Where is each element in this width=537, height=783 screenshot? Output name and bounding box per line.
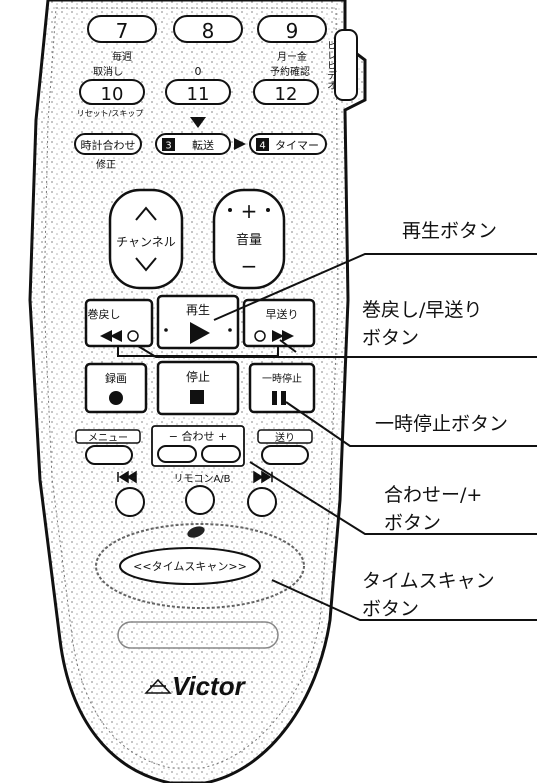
svg-text:−: − — [241, 254, 258, 278]
svg-text:8: 8 — [202, 19, 215, 43]
svg-text:− 合わせ +: − 合わせ + — [169, 429, 227, 443]
svg-text:リセット/スキップ: リセット/スキップ — [77, 109, 144, 118]
leader-lines — [137, 253, 537, 621]
svg-text:送り: 送り — [275, 431, 295, 444]
button-7[interactable]: 7 毎週 — [87, 15, 157, 63]
transfer-button[interactable]: 3 転送 — [155, 133, 231, 155]
rewind-button[interactable]: 巻戻し — [84, 298, 154, 348]
button-9[interactable]: 9 月ー金 — [257, 15, 327, 63]
rewind-icon — [100, 330, 122, 342]
svg-text:再生: 再生 — [186, 303, 210, 317]
time-scan-button[interactable]: <<タイムスキャン>> — [119, 547, 261, 585]
svg-text:停止: 停止 — [186, 369, 210, 384]
play-button[interactable]: 再生 — [156, 294, 240, 350]
svg-text:転送: 転送 — [192, 138, 214, 152]
svg-text:メニュー: メニュー — [88, 433, 128, 444]
skip-forward-button[interactable] — [247, 487, 277, 517]
svg-text:音量: 音量 — [236, 232, 262, 248]
fast-forward-icon — [272, 330, 294, 342]
svg-text:9: 9 — [286, 19, 299, 43]
callout-adjust-line1: 合わせー/+ — [384, 484, 483, 506]
button-8[interactable]: 8 — [173, 15, 243, 43]
clock-set-button[interactable]: 時計合わせ 修正 — [74, 133, 142, 171]
channel-down-icon[interactable] — [135, 257, 157, 272]
arrow-right-icon — [234, 138, 246, 150]
svg-text:修正: 修正 — [96, 158, 116, 171]
svg-text:予約確認: 予約確認 — [270, 65, 310, 78]
record-icon — [109, 391, 123, 405]
down-triangle-icon — [190, 117, 206, 128]
button-12[interactable]: 予約確認 12 — [253, 65, 319, 105]
stop-button[interactable]: 停止 — [156, 360, 240, 416]
svg-text:巻戻し: 巻戻し — [88, 308, 121, 321]
fast-forward-button[interactable]: 早送り — [242, 298, 316, 348]
svg-text:一時停止: 一時停止 — [262, 372, 302, 385]
callout-rew-ff-line1: 巻戻し/早送り — [362, 299, 483, 321]
channel-up-icon[interactable] — [135, 206, 157, 221]
svg-text:月ー金: 月ー金 — [277, 50, 307, 63]
time-scan-dial-icon — [187, 526, 205, 538]
svg-text:+: + — [241, 199, 258, 223]
callout-play: 再生ボタン — [402, 220, 498, 242]
send-button[interactable]: 送り — [257, 429, 313, 465]
play-icon — [190, 322, 210, 344]
remote-ab-label: リモコンA/B — [173, 474, 230, 485]
adjust-minus-button[interactable] — [157, 445, 197, 463]
stop-icon — [190, 390, 204, 404]
pause-icon — [272, 391, 277, 405]
button-10[interactable]: 取消し 10 リセット/スキップ — [77, 65, 145, 118]
svg-text:ビレビデオ: ビレビデオ — [325, 40, 337, 90]
callout-timescan-line1: タイムスキャン — [362, 570, 495, 592]
timer-button[interactable]: 4 タイマー — [249, 133, 327, 155]
skip-forward-icon — [253, 470, 273, 484]
pause-button[interactable]: 一時停止 — [248, 362, 316, 414]
skip-back-icon — [117, 470, 137, 484]
remote-ab-button[interactable] — [185, 485, 215, 515]
callout-timescan-line2: ボタン — [362, 598, 420, 620]
svg-text:毎週: 毎週 — [112, 50, 132, 63]
svg-text:<<タイムスキャン>>: <<タイムスキャン>> — [133, 560, 247, 573]
svg-text:0: 0 — [195, 65, 202, 78]
record-button[interactable]: 録画 — [84, 362, 148, 414]
svg-text:取消し: 取消し — [93, 65, 123, 78]
adjust-plus-button[interactable] — [201, 445, 241, 463]
svg-text:時計合わせ: 時計合わせ — [81, 138, 136, 152]
svg-text:Victor: Victor — [172, 671, 247, 701]
brand-logo: Victor — [144, 671, 247, 701]
volume-rocker[interactable]: + 音量 − — [212, 188, 286, 290]
button-11[interactable]: 0 11 — [165, 65, 231, 105]
channel-rocker[interactable]: チャンネル — [108, 188, 184, 290]
svg-text:3: 3 — [165, 141, 171, 152]
time-scan-outline — [95, 523, 305, 609]
svg-text:4: 4 — [259, 141, 265, 152]
svg-text:7: 7 — [116, 19, 129, 43]
svg-text:チャンネル: チャンネル — [116, 235, 176, 249]
side-tab[interactable]: ビレビデオ — [325, 29, 358, 101]
svg-text:12: 12 — [275, 84, 298, 105]
blank-panel — [117, 621, 279, 649]
svg-text:11: 11 — [187, 84, 210, 105]
callout-pause: 一時停止ボタン — [375, 413, 509, 435]
svg-text:早送り: 早送り — [266, 307, 299, 321]
callout-adjust-line2: ボタン — [384, 512, 442, 534]
callout-rew-ff-line2: ボタン — [362, 327, 420, 349]
svg-text:録画: 録画 — [105, 371, 127, 385]
svg-text:10: 10 — [101, 84, 124, 105]
skip-back-button[interactable] — [115, 487, 145, 517]
menu-button[interactable]: メニュー — [75, 429, 141, 465]
svg-text:タイマー: タイマー — [275, 139, 319, 152]
